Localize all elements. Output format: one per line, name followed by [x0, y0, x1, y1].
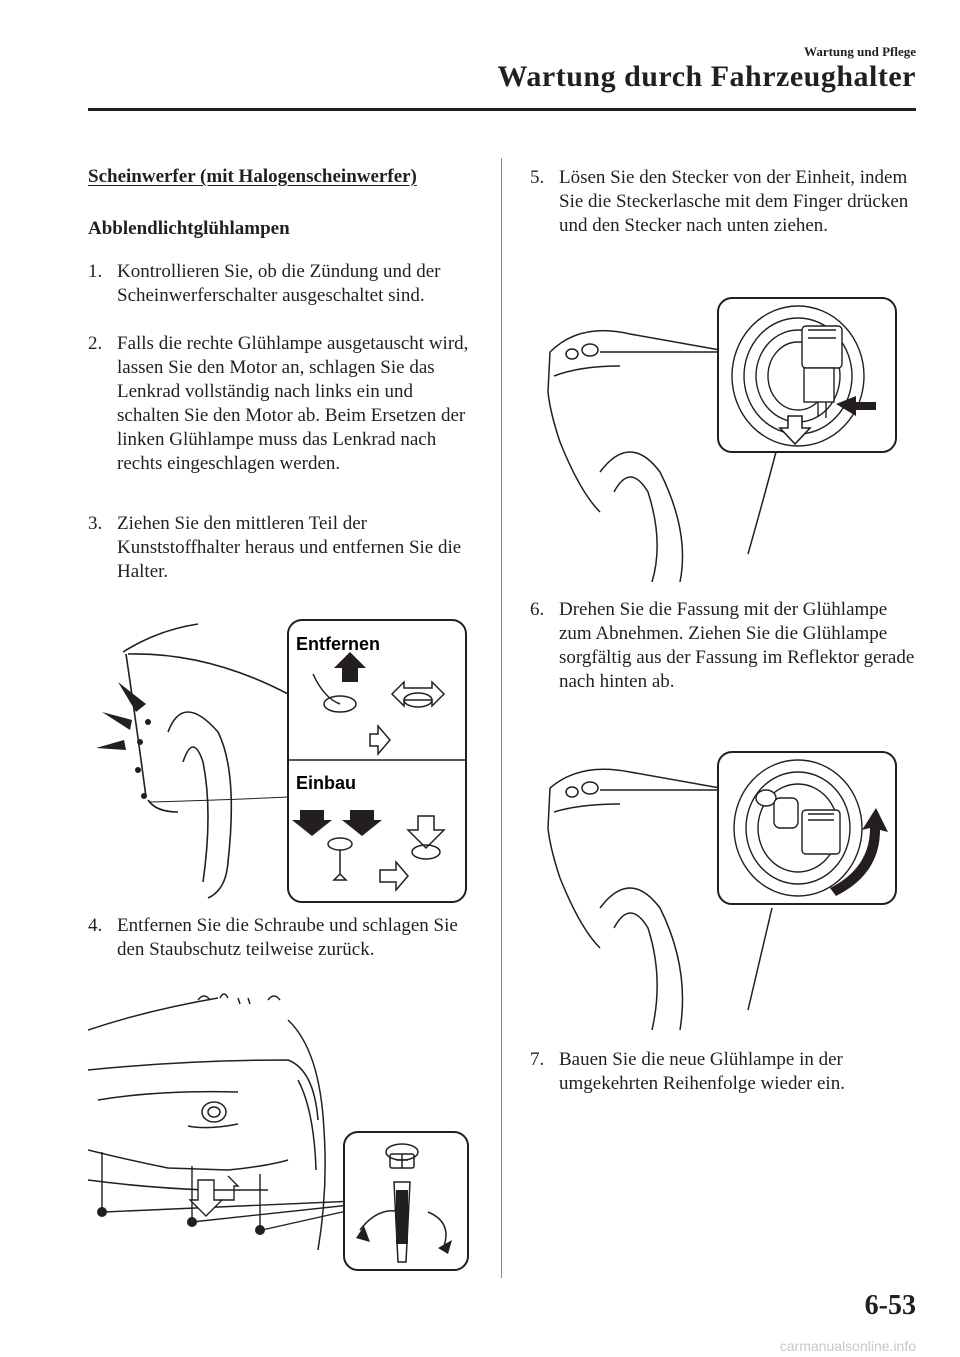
- step-6: 6. Drehen Sie die Fassung mit der Glühla…: [530, 598, 920, 694]
- step-1: 1. Kontrollieren Sie, ob die Zündung und…: [88, 260, 478, 308]
- step-number: 6.: [530, 599, 545, 620]
- clip-removal-figure: Entfernen Einbau: [96, 619, 467, 903]
- step-number: 3.: [88, 513, 103, 534]
- install-label: Einbau: [296, 773, 356, 793]
- step-7: 7. Bauen Sie die neue Glühlampe in der u…: [530, 1048, 920, 1096]
- header-rule: [88, 108, 916, 111]
- step-5: 5. Lösen Sie den Stecker von der Einheit…: [530, 166, 920, 238]
- connector-removal-figure: [547, 297, 897, 582]
- bulb-rotation-figure: [547, 751, 897, 1031]
- step-text: Kontrollieren Sie, ob die Zündung und de…: [117, 261, 441, 306]
- section-title: Wartung und Pflege: [804, 44, 916, 59]
- step-number: 4.: [88, 915, 103, 936]
- step-number: 2.: [88, 333, 103, 354]
- remove-label: Entfernen: [296, 634, 380, 654]
- screw-removal-figure: [88, 993, 469, 1271]
- step-number: 5.: [530, 167, 545, 188]
- step-text: Falls die rechte Glühlampe ausgetauscht …: [117, 333, 469, 474]
- step-text: Entfernen Sie die Schraube und schlagen …: [117, 915, 458, 960]
- watermark: carmanualsonline.info: [779, 1338, 916, 1354]
- page-number: 6-53: [864, 1290, 916, 1321]
- step-number: 7.: [530, 1049, 545, 1070]
- step-text: Bauen Sie die neue Glühlampe in der umge…: [559, 1049, 845, 1094]
- step-text: Ziehen Sie den mittleren Teil der Kunsts…: [117, 513, 462, 582]
- page-title: Scheinwerfer (mit Halogenscheinwerfer): [88, 166, 417, 187]
- step-text: Lösen Sie den Stecker von der Einheit, i…: [559, 167, 909, 236]
- column-divider: [501, 158, 502, 1278]
- step-text: Drehen Sie die Fassung mit der Glühlampe…: [559, 599, 915, 692]
- step-2: 2. Falls die rechte Glühlampe ausgetausc…: [88, 332, 478, 476]
- section-subtitle: Abblendlichtglühlampen: [88, 218, 290, 239]
- step-number: 1.: [88, 261, 103, 282]
- chapter-title: Wartung durch Fahrzeughalter: [497, 60, 916, 93]
- step-3: 3. Ziehen Sie den mittleren Teil der Kun…: [88, 512, 478, 584]
- step-4: 4. Entfernen Sie die Schraube und schlag…: [88, 914, 478, 962]
